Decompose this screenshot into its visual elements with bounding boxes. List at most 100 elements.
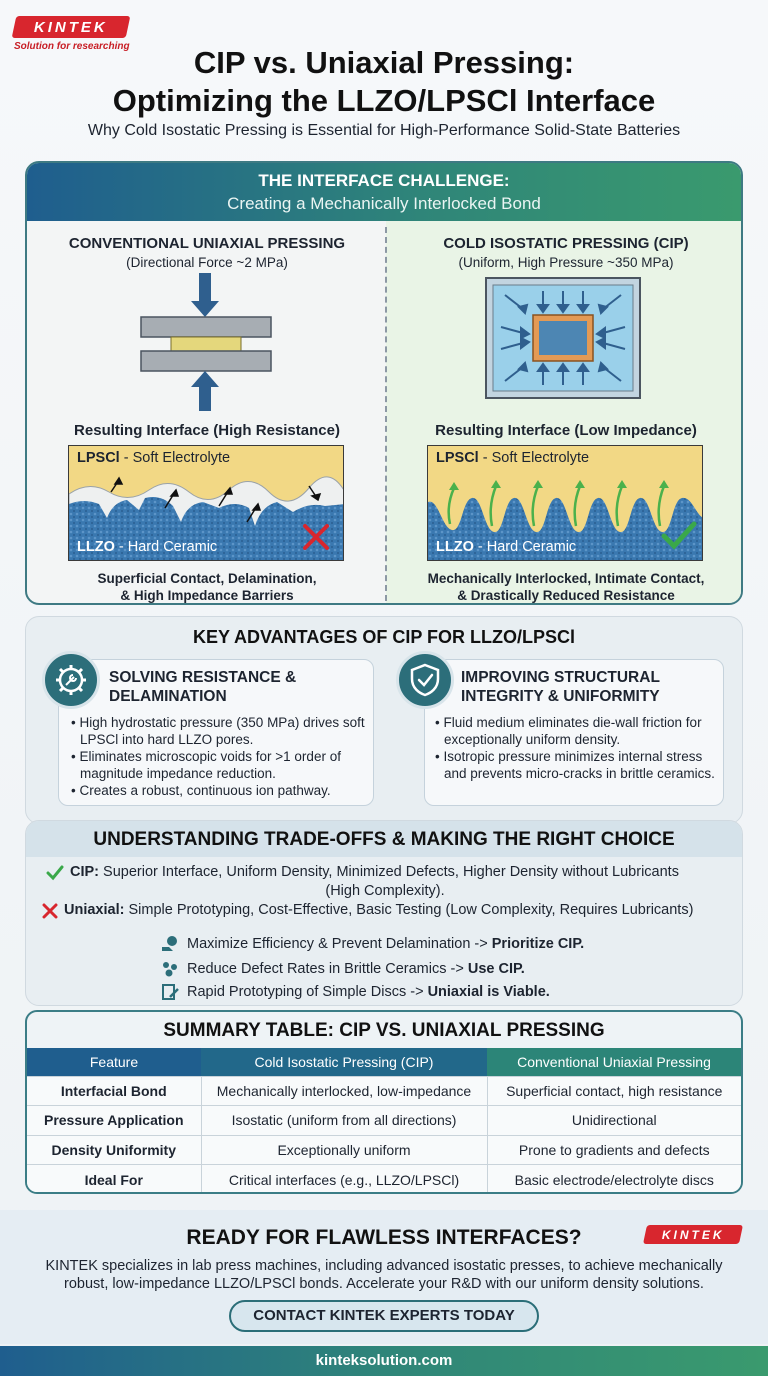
cip-interface-diagram: LPSCl - Soft Electrolyte LLZO - Hard Cer… (427, 445, 703, 561)
table-cell: Unidirectional (486, 1105, 741, 1135)
gear-wrench-icon (42, 651, 100, 709)
uniaxial-title: CONVENTIONAL UNIAXIAL PRESSING (68, 235, 346, 252)
uniaxial-press-icon (140, 273, 272, 411)
table-row: Ideal For Critical interfaces (e.g., LLZ… (27, 1164, 741, 1192)
tradeoffs-header (26, 821, 742, 857)
table-row-label: Ideal For (27, 1164, 201, 1192)
advantage-card-resistance: SOLVING RESISTANCE & DELAMINATION • High… (58, 659, 374, 806)
advantage-card-title: IMPROVING STRUCTURAL INTEGRITY & UNIFORM… (461, 668, 660, 706)
table-row-label: Pressure Application (27, 1105, 201, 1135)
recommendation-choice: Uniaxial is Viable. (427, 984, 550, 1000)
cip-tradeoff-label: CIP: (70, 864, 99, 880)
cta-title: READY FOR FLAWLESS INTERFACES? (186, 1226, 582, 1249)
table-cell: Mechanically interlocked, low-impedance (200, 1075, 487, 1106)
summary-table: Feature Cold Isostatic Pressing (CIP) Co… (27, 1048, 741, 1192)
table-cell: Isostatic (uniform from all directions) (200, 1105, 487, 1135)
uniaxial-top-material: LPSCl (77, 450, 120, 466)
cip-result-title: Resulting Interface (Low Impedance) (435, 422, 697, 439)
summary-title: SUMMARY TABLE: CIP VS. UNIAXIAL PRESSING (163, 1020, 605, 1041)
cta-body-line2: robust, low-impedance LLZO/LPSCl bonds. … (64, 1276, 704, 1292)
interface-challenge-panel: THE INTERFACE CHALLENGE: Creating a Mech… (25, 161, 743, 605)
recommendation-item: Maximize Efficiency & Prevent Delaminati… (187, 936, 584, 952)
uniaxial-tradeoff-label: Uniaxial: (64, 902, 125, 918)
cip-caption-line1: Mechanically Interlocked, Intimate Conta… (427, 571, 705, 586)
table-row-label: Interfacial Bond (27, 1075, 201, 1106)
challenge-subtitle: Creating a Mechanically Interlocked Bond (227, 194, 541, 213)
kintek-logo-small[interactable]: KINTEK (642, 1225, 744, 1244)
cip-subtitle: (Uniform, High Pressure ~350 MPa) (458, 255, 674, 270)
cip-top-desc: - Soft Electrolyte (478, 450, 590, 466)
kintek-logo[interactable]: KINTEK (11, 16, 131, 38)
table-row: Density Uniformity Exceptionally uniform… (27, 1134, 741, 1165)
uniaxial-top-desc: - Soft Electrolyte (119, 450, 231, 466)
advantage-bullet: • Fluid medium eliminates die-wall frict… (435, 715, 702, 747)
recommendation-choice: Use CIP. (467, 961, 525, 977)
cip-tradeoff-text: Superior Interface, Uniform Density, Min… (99, 864, 679, 880)
page-subtitle: Why Cold Isostatic Pressing is Essential… (87, 122, 681, 139)
uniaxial-interface-diagram: LPSCl - Soft Electrolyte LLZO - Hard Cer… (68, 445, 344, 561)
defect-icon (163, 962, 177, 977)
uniaxial-interface-illustration (69, 446, 343, 560)
page-title-line1: CIP vs. Uniaxial Pressing: (193, 45, 575, 80)
challenge-title: THE INTERFACE CHALLENGE: (258, 171, 510, 190)
uniaxial-bottom-material: LLZO (77, 539, 115, 555)
table-header-row: Feature Cold Isostatic Pressing (CIP) Co… (27, 1048, 741, 1076)
uniaxial-caption-line2: & High Impedance Barriers (120, 588, 294, 603)
uniaxial-tradeoff-text: Simple Prototyping, Cost-Effective, Basi… (124, 902, 694, 918)
cip-bottom-desc: - Hard Ceramic (473, 539, 577, 555)
table-header-cell: Cold Isostatic Pressing (CIP) (201, 1048, 487, 1076)
advantage-card-title: SOLVING RESISTANCE & DELAMINATION (109, 668, 296, 706)
table-row: Interfacial Bond Mechanically interlocke… (27, 1075, 741, 1106)
recommendation-item: Reduce Defect Rates in Brittle Ceramics … (187, 961, 525, 977)
cip-press-icon (485, 277, 641, 399)
uniaxial-bottom-layer-label: LLZO - Hard Ceramic (77, 539, 217, 555)
uniaxial-subtitle: (Directional Force ~2 MPa) (126, 255, 288, 270)
website-link[interactable]: kinteksolution.com (0, 1346, 768, 1376)
column-divider (385, 227, 387, 601)
advantages-title: KEY ADVANTAGES OF CIP FOR LLZO/LPSCl (192, 627, 576, 647)
advantage-bullet: • Creates a robust, continuous ion pathw… (71, 783, 331, 798)
cip-title: COLD ISOSTATIC PRESSING (CIP) (443, 235, 689, 252)
uniaxial-bottom-desc: - Hard Ceramic (114, 539, 218, 555)
recommendation-item: Rapid Prototyping of Simple Discs -> Uni… (187, 984, 550, 1000)
cta-body: KINTEK specializes in lab press machines… (20, 1257, 748, 1293)
table-cell: Basic electrode/electrolyte discs (486, 1164, 741, 1192)
uniaxial-caption: Superficial Contact, Delamination, & Hig… (37, 570, 377, 603)
logo-tagline: Solution for researching (14, 41, 130, 52)
table-header-cell: Feature (27, 1048, 201, 1076)
check-icon (46, 865, 64, 881)
cip-tradeoff-line2: (High Complexity). (325, 883, 445, 899)
uniaxial-top-layer-label: LPSCl - Soft Electrolyte (77, 450, 230, 466)
prototype-icon (162, 984, 179, 1000)
advantages-panel: KEY ADVANTAGES OF CIP FOR LLZO/LPSCl SOL… (25, 616, 743, 824)
cip-bottom-material: LLZO (436, 539, 474, 555)
recommendation-text: Maximize Efficiency & Prevent Delaminati… (187, 936, 492, 952)
advantage-bullet: • Isotropic pressure minimizes internal … (435, 749, 715, 781)
cip-bottom-layer-label: LLZO - Hard Ceramic (436, 539, 576, 555)
recommendation-text: Reduce Defect Rates in Brittle Ceramics … (187, 961, 468, 977)
cross-icon (42, 903, 58, 919)
logo-text: KINTEK (34, 18, 108, 36)
advantage-title-line2: INTEGRITY & UNIFORMITY (461, 688, 660, 705)
tradeoffs-panel: UNDERSTANDING TRADE-OFFS & MAKING THE RI… (25, 820, 743, 1006)
recommendation-choice: Prioritize CIP. (491, 936, 585, 952)
table-row-label: Density Uniformity (27, 1134, 201, 1165)
advantage-bullet: • Eliminates microscopic voids for >1 or… (71, 749, 341, 781)
table-cell: Critical interfaces (e.g., LLZO/LPSCl) (200, 1164, 487, 1192)
cip-interface-illustration (428, 446, 702, 560)
table-row: Pressure Application Isostatic (uniform … (27, 1105, 741, 1135)
advantage-bullet: • High hydrostatic pressure (350 MPa) dr… (71, 715, 365, 747)
uniaxial-tradeoff-line: Uniaxial: Simple Prototyping, Cost-Effec… (64, 901, 742, 920)
table-cell: Superficial contact, high resistance (486, 1075, 741, 1106)
contact-experts-button[interactable]: CONTACT KINTEK EXPERTS TODAY (229, 1300, 539, 1332)
uniaxial-caption-line1: Superficial Contact, Delamination, (97, 571, 317, 586)
summary-table-panel: SUMMARY TABLE: CIP VS. UNIAXIAL PRESSING… (25, 1010, 743, 1194)
recommendation-text: Rapid Prototyping of Simple Discs -> (187, 984, 428, 1000)
tradeoffs-title: UNDERSTANDING TRADE-OFFS & MAKING THE RI… (93, 829, 675, 850)
advantage-title-line2: DELAMINATION (109, 688, 227, 705)
table-cell: Exceptionally uniform (200, 1134, 487, 1165)
advantage-bullets: • High hydrostatic pressure (350 MPa) dr… (71, 714, 369, 799)
challenge-header: THE INTERFACE CHALLENGE: Creating a Mech… (27, 163, 741, 221)
logo-text: KINTEK (661, 1227, 725, 1242)
shield-check-icon (396, 651, 454, 709)
